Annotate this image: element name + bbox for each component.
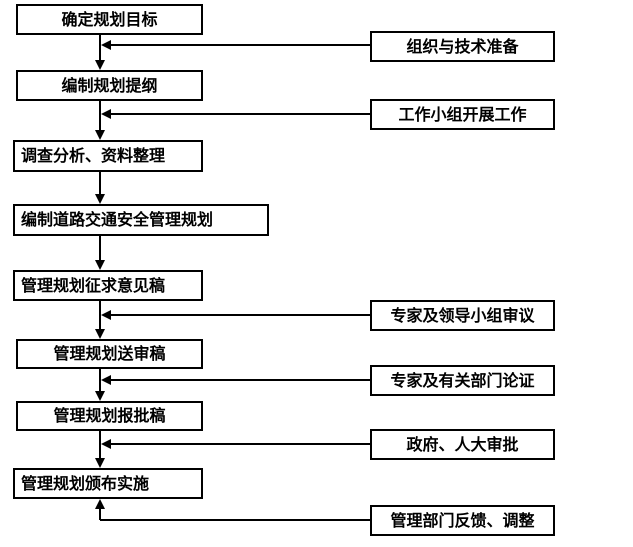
step-define-goals: 确定规划目标 xyxy=(16,4,203,35)
side-working-group: 工作小组开展工作 xyxy=(370,99,555,130)
arrow-step5-to-step6-head xyxy=(95,329,105,339)
arrow-step1-to-step2-head xyxy=(95,60,105,70)
arrow-step4-to-step5-head xyxy=(95,260,105,270)
step-promulgate: 管理规划颁布实施 xyxy=(13,468,203,499)
arrow-side-input-1-head xyxy=(101,40,111,50)
arrow-side-input-4-head xyxy=(101,375,111,385)
step-investigation: 调查分析、资料整理 xyxy=(13,140,203,172)
arrow-step3-to-step4-head xyxy=(95,194,105,204)
arrow-side-input-3-head xyxy=(101,310,111,320)
arrow-step7-to-step8-head xyxy=(95,458,105,468)
arrow-step2-to-step3-head xyxy=(95,130,105,140)
arrow-step6-to-step7-head xyxy=(95,391,105,401)
side-org-tech-prep: 组织与技术准备 xyxy=(370,31,555,62)
side-expert-leader-review: 专家及领导小组审议 xyxy=(370,300,555,331)
step-consultation-draft: 管理规划征求意见稿 xyxy=(13,270,203,301)
step-review-draft: 管理规划送审稿 xyxy=(16,339,203,369)
arrow-side-input-2-head xyxy=(101,109,111,119)
side-government-approval: 政府、人大审批 xyxy=(370,429,555,460)
step-outline: 编制规划提纲 xyxy=(16,70,203,101)
arrow-side-input-5-head xyxy=(101,439,111,449)
step-compile-plan: 编制道路交通安全管理规划 xyxy=(13,204,269,236)
side-expert-dept-demonstration: 专家及有关部门论证 xyxy=(370,365,555,396)
step-approval-draft: 管理规划报批稿 xyxy=(16,401,203,431)
arrow-feedback-head xyxy=(95,499,105,509)
side-feedback-adjustment: 管理部门反馈、调整 xyxy=(370,505,555,536)
